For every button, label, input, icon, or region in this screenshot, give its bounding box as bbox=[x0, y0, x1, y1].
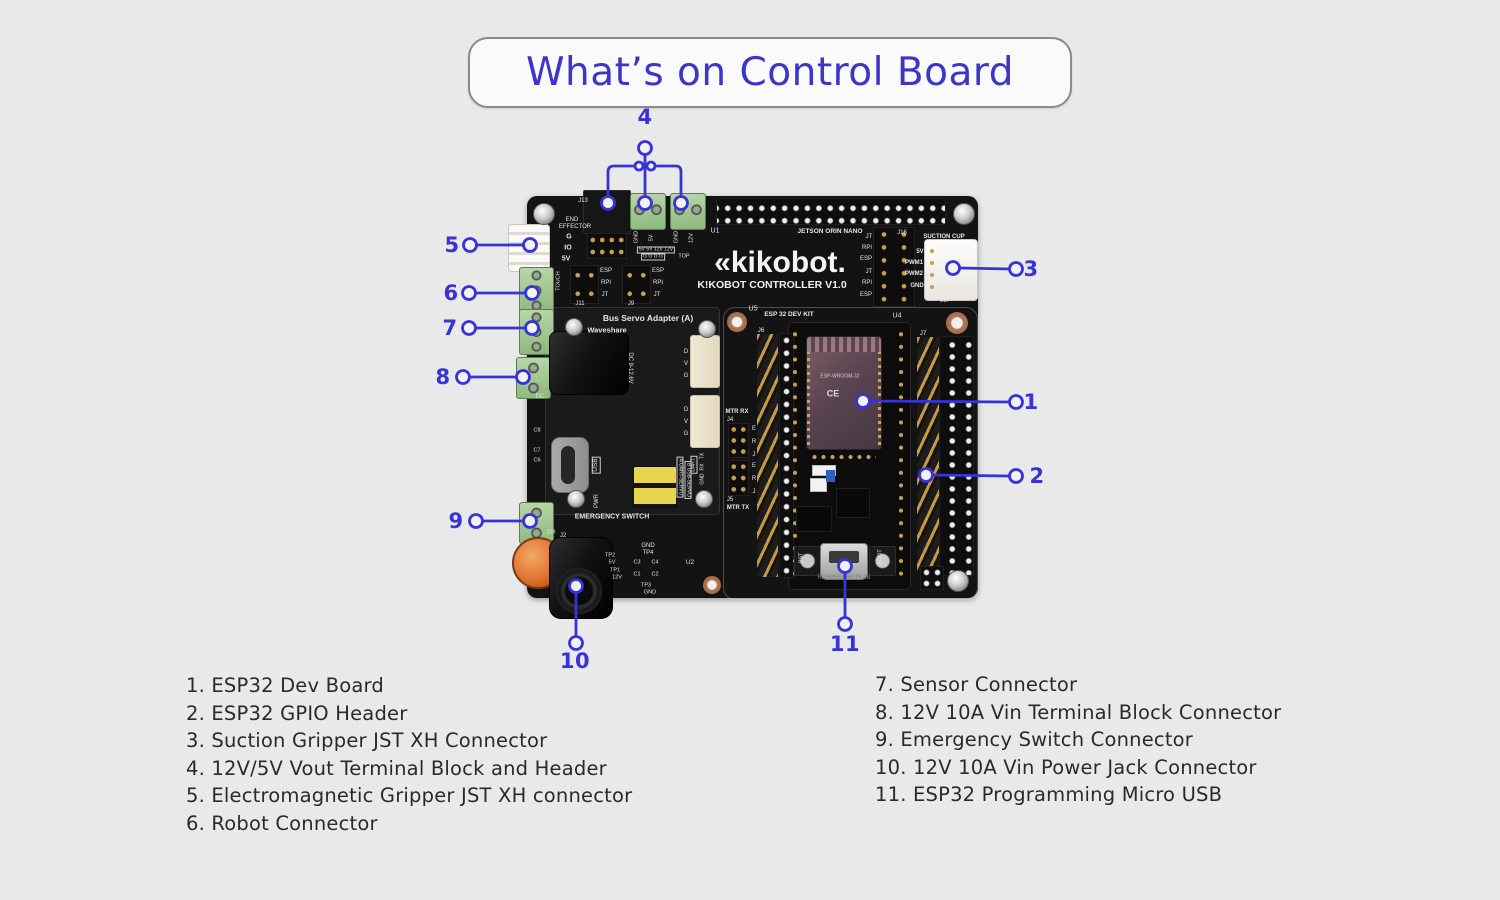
screw bbox=[947, 570, 969, 592]
callout-number-1: 1 bbox=[1023, 390, 1039, 414]
vin-terminal-block bbox=[516, 357, 551, 399]
jt-rpi-esp-header bbox=[873, 227, 915, 307]
espdev-left-pins bbox=[790, 328, 800, 580]
boot-button bbox=[869, 546, 896, 576]
screw bbox=[695, 490, 713, 508]
usb-c-port bbox=[551, 437, 589, 493]
callout-number-4: 4 bbox=[637, 105, 653, 129]
mounting-hole bbox=[703, 576, 721, 594]
screw bbox=[567, 490, 585, 508]
mtr-rx-header bbox=[728, 423, 749, 458]
legend-item-4: 4. 12V/5V Vout Terminal Block and Header bbox=[186, 756, 607, 780]
servo-connector-2 bbox=[690, 395, 720, 448]
callout-number-11: 11 bbox=[829, 632, 861, 656]
usb-uart-chip bbox=[836, 488, 870, 518]
legend-item-6: 6. Robot Connector bbox=[186, 811, 378, 835]
gpio-pin-strip bbox=[916, 336, 940, 572]
module-pads-row bbox=[810, 452, 876, 462]
electromagnetic-gripper-jst-connector bbox=[508, 224, 550, 272]
page-title: What’s on Control Board bbox=[525, 50, 1015, 95]
legend-item-11: 11. ESP32 Programming Micro USB bbox=[875, 783, 1223, 807]
gpio-hole-columns bbox=[939, 336, 974, 576]
screw bbox=[953, 203, 975, 225]
legend-item-9: 9. Emergency Switch Connector bbox=[875, 728, 1194, 752]
legend-left: 1. ESP32 Dev Board 2. ESP32 GPIO Header 3.… bbox=[186, 672, 632, 838]
vin-power-jack-face bbox=[556, 568, 602, 614]
end-effector-header-housing bbox=[583, 190, 631, 234]
mounting-hole bbox=[727, 312, 747, 332]
screw bbox=[565, 318, 583, 336]
callout-number-10: 10 bbox=[559, 649, 591, 673]
servo-adapter-dc-jack bbox=[549, 331, 629, 395]
legend-item-7: 7. Sensor Connector bbox=[875, 673, 1078, 696]
espdev-right-pins bbox=[896, 328, 906, 580]
mounting-hole bbox=[946, 312, 968, 334]
legend-item-2: 2. ESP32 GPIO Header bbox=[186, 701, 408, 725]
suction-cup-jst-pins bbox=[928, 245, 936, 295]
end-effector-pins bbox=[587, 233, 627, 259]
aux-holes bbox=[920, 566, 944, 590]
robot-connector-terminal bbox=[519, 267, 554, 314]
callout-number-7: 7 bbox=[442, 316, 458, 340]
callout-number-2: 2 bbox=[1029, 464, 1045, 488]
vout-5v-terminal-block bbox=[630, 193, 666, 230]
j6-pin-strip bbox=[756, 333, 779, 578]
legend-item-1: 1. ESP32 Dev Board bbox=[186, 674, 384, 697]
legend-right: 7. Sensor Connector 8. 12V 10A Vin Termin… bbox=[875, 671, 1281, 809]
voltage-regulator bbox=[796, 506, 832, 532]
legend-item-10: 10. 12V 10A Vin Power Jack Connector bbox=[875, 755, 1257, 779]
mtr-tx-header bbox=[728, 460, 749, 496]
servo-connector-1 bbox=[690, 335, 720, 388]
jetson-orin-nano-header bbox=[716, 198, 946, 225]
legend-item-8: 8. 12V 10A Vin Terminal Block Connector bbox=[875, 700, 1282, 724]
callout-number-9: 9 bbox=[448, 509, 464, 533]
screw bbox=[533, 203, 555, 225]
vout-12v-terminal-block bbox=[670, 193, 706, 230]
esp32-devkit-region-outline bbox=[723, 307, 978, 600]
callout-number-8: 8 bbox=[435, 365, 451, 389]
screw bbox=[698, 320, 716, 338]
legend-item-3: 3. Suction Gripper JST XH Connector bbox=[186, 729, 548, 753]
esp-wroom-32-module bbox=[806, 336, 882, 450]
title-box: What’s on Control Board bbox=[468, 37, 1072, 108]
smd-component bbox=[810, 478, 827, 492]
esp-rpi-jt-header-1 bbox=[570, 265, 599, 304]
smd-component-blue bbox=[826, 470, 835, 482]
callout-number-3: 3 bbox=[1023, 257, 1039, 281]
mode-jumper-block bbox=[633, 466, 677, 508]
micro-usb-port bbox=[820, 543, 868, 580]
smd-component bbox=[812, 465, 836, 476]
rst-button bbox=[794, 546, 821, 576]
callout-number-6: 6 bbox=[443, 281, 459, 305]
callout-number-5: 5 bbox=[444, 233, 460, 257]
esp-rpi-jt-header-2 bbox=[622, 265, 651, 304]
legend-item-5: 5. Electromagnetic Gripper JST XH connec… bbox=[186, 784, 633, 808]
